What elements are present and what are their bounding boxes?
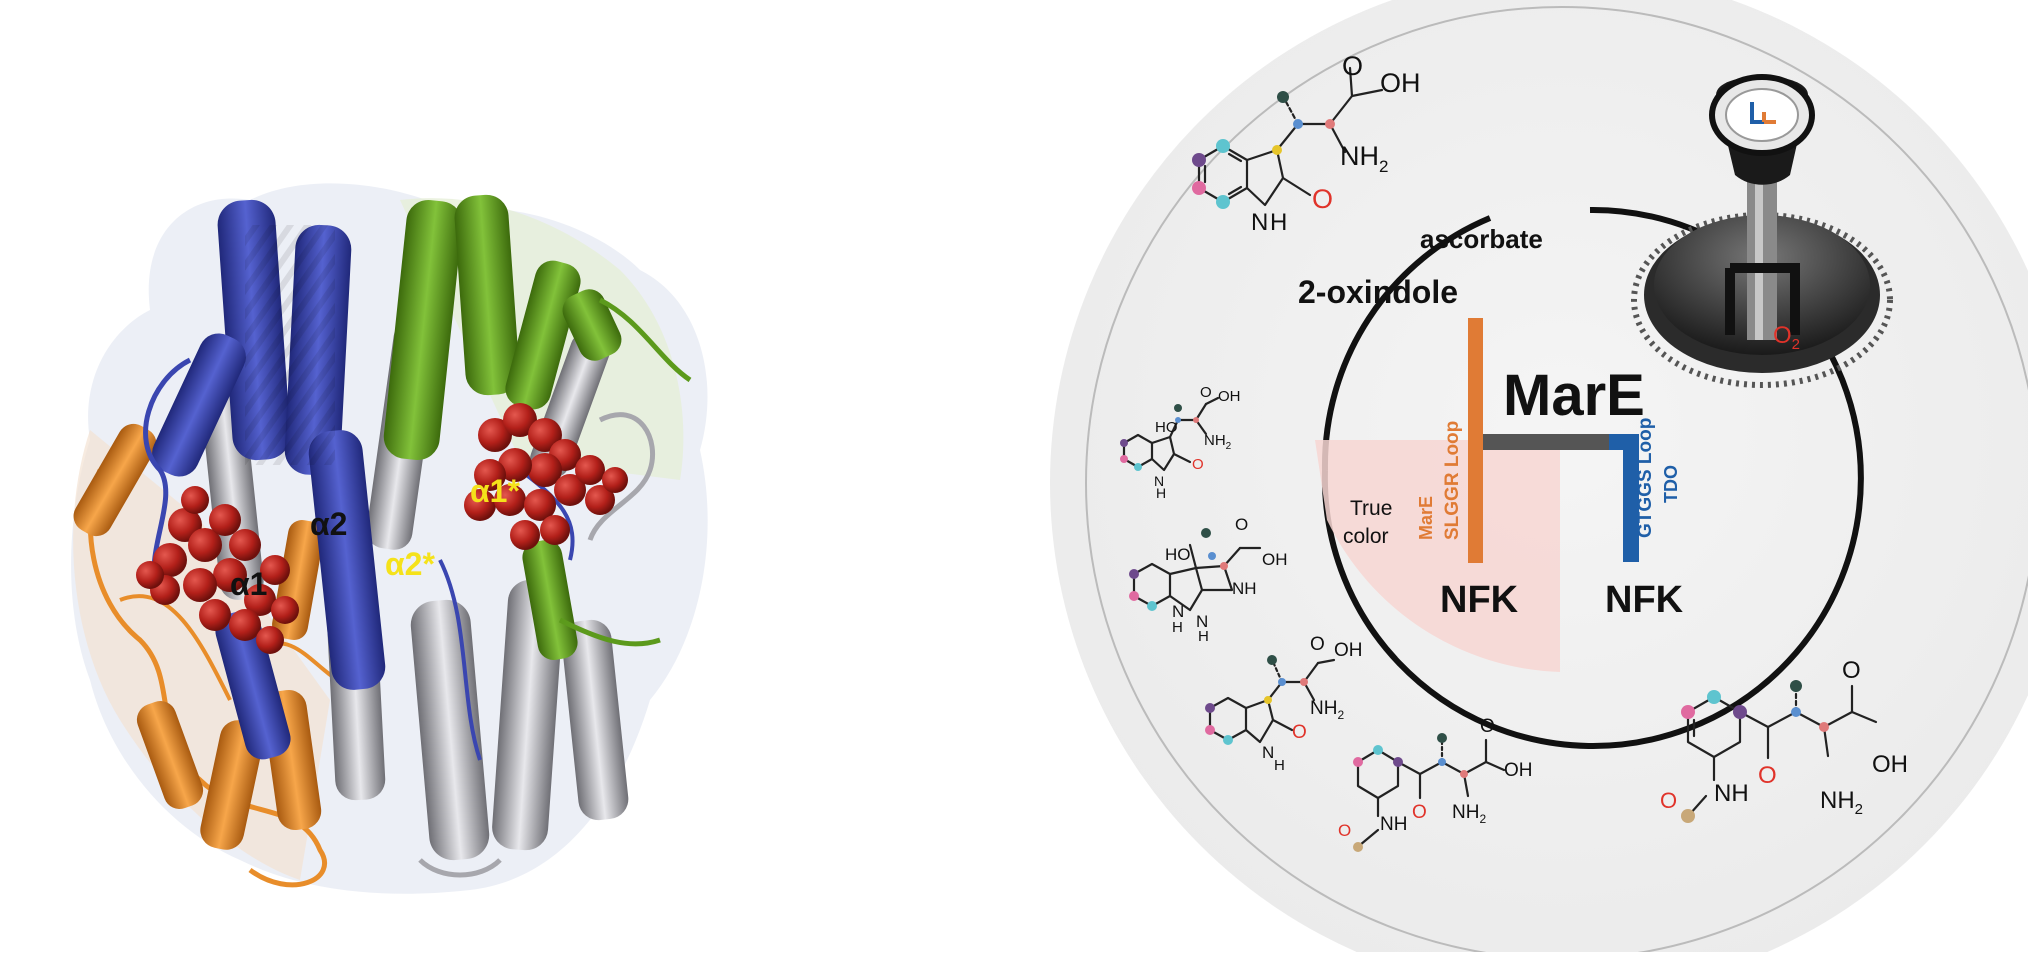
label-mare-title: MarE — [1503, 363, 1645, 428]
molecule-nfk-middle: O OH O NH2 NH O — [1338, 716, 1533, 852]
molecule-pyrroloindoline: HO O OH NH N N H H — [1129, 515, 1288, 645]
molecule-nfk-right: O OH O NH2 NH O — [1660, 657, 1908, 823]
mol-d-oh: OH — [1334, 640, 1363, 661]
label-alpha2: α2 — [310, 506, 347, 542]
label-alpha2-star: α2* — [385, 546, 435, 582]
mol-a-carbonyl-o: O — [1312, 184, 1333, 214]
true-color-panel — [1315, 440, 1560, 672]
mechanism-disk: ascorbate 2-oxindole MarE MarE SLGGR Loo… — [1050, 0, 2028, 957]
blue-loop-bar — [1623, 434, 1639, 562]
label-nfk-right: NFK — [1605, 579, 1684, 621]
mol-c-nh: NH — [1232, 579, 1257, 598]
label-ascorbate: ascorbate — [1420, 224, 1543, 254]
mol-e-nh: NH — [1380, 814, 1407, 835]
molecule-oxindole-top: O OH NH2 O N H — [1192, 51, 1421, 236]
mol-a-oh: OH — [1380, 68, 1421, 98]
label-gtggs-loop: GTGGS Loop — [1635, 418, 1656, 538]
orange-loop-bar — [1468, 318, 1483, 563]
heme-cluster-left — [136, 486, 299, 654]
mol-e-ketone-o: O — [1412, 802, 1427, 823]
label-2-oxindole: 2-oxindole — [1298, 274, 1458, 310]
mol-f-nh2: NH2 — [1820, 787, 1863, 818]
mol-b-h: H — [1156, 485, 1166, 501]
mol-e-formyl-o: O — [1338, 821, 1351, 840]
mol-d-o: O — [1310, 634, 1325, 655]
mol-e-nh2: NH2 — [1452, 802, 1486, 826]
mol-c-h2: H — [1198, 628, 1209, 645]
mol-f-ketone-o: O — [1758, 762, 1777, 789]
green-chain — [383, 194, 692, 661]
mol-d-carbonyl-o: O — [1292, 722, 1307, 743]
mol-d-n: N — [1262, 743, 1274, 762]
label-color: color — [1343, 525, 1389, 548]
mol-f-formyl-o: O — [1660, 788, 1677, 813]
mol-b-ho: HO — [1155, 419, 1178, 436]
mol-f-oh: OH — [1872, 751, 1908, 778]
protein-structure: α1 α2 α1* α2* — [71, 183, 708, 894]
molecule-hydroxy-oxindole: HO O OH NH2 O N H — [1120, 384, 1241, 501]
mol-a-nh: N — [1251, 209, 1268, 236]
mol-c-h: H — [1172, 619, 1183, 636]
label-slggr-loop: SLGGR Loop — [1442, 421, 1463, 540]
label-alpha1-star: α1* — [470, 473, 520, 509]
mol-b-oh: OH — [1218, 388, 1241, 405]
mol-e-o: O — [1480, 716, 1495, 737]
mol-a-o: O — [1342, 51, 1363, 81]
gear-shifter-icon: O2 — [1631, 74, 1893, 388]
blue-chain — [143, 199, 575, 761]
mol-e-oh: OH — [1504, 760, 1533, 781]
mol-c-ho: HO — [1165, 545, 1191, 564]
mol-f-o: O — [1842, 657, 1861, 684]
mol-a-h-sub: H — [1270, 209, 1287, 236]
mol-b-nh2: NH2 — [1204, 432, 1232, 452]
mol-d-nh2: NH2 — [1310, 698, 1344, 722]
mol-f-nh: NH — [1714, 780, 1749, 807]
mol-c-o: O — [1235, 515, 1248, 534]
mol-c-n: N — [1172, 602, 1184, 621]
mol-c-n2: N — [1196, 612, 1208, 631]
label-o2: O2 — [1773, 322, 1800, 353]
label-nfk-left: NFK — [1440, 579, 1519, 621]
mol-b-o: O — [1200, 384, 1212, 401]
mol-a-nh2: NH2 — [1340, 141, 1388, 176]
heme-cluster-right — [464, 403, 628, 550]
mol-c-oh: OH — [1262, 550, 1288, 569]
label-true: True — [1350, 497, 1392, 520]
mol-b-n: N — [1154, 473, 1164, 489]
label-mare-branch: MarE — [1416, 496, 1436, 540]
label-alpha1: α1 — [230, 566, 267, 602]
mol-d-h: H — [1274, 757, 1285, 774]
molecule-oxindole-lower: O OH NH2 O N H — [1205, 634, 1363, 774]
mol-b-carbonyl-o: O — [1192, 456, 1204, 473]
label-tdo: TDO — [1661, 465, 1681, 503]
